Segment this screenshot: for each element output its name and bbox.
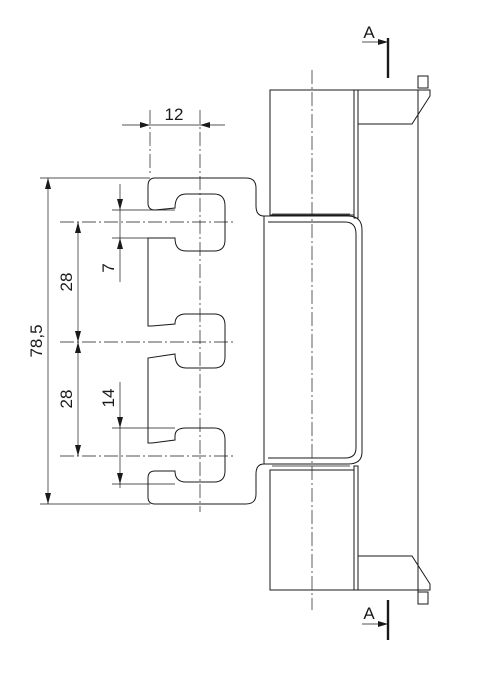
center-lines [60, 70, 313, 610]
dimension-slot-small: 7 [99, 184, 123, 282]
section-label-bottom: A [363, 604, 375, 623]
section-mark-top: A [362, 23, 390, 78]
dimension-slot-large: 14 [99, 382, 123, 488]
section-mark-bottom: A [362, 600, 390, 640]
dim-label-pitch-upper: 28 [57, 273, 76, 292]
dimension-pitch-upper: 28 [57, 222, 81, 342]
dim-label-slot-small: 7 [99, 263, 118, 272]
section-label-top: A [363, 23, 375, 42]
extension-lines [40, 177, 175, 505]
dim-label-overall-height: 78,5 [27, 324, 46, 357]
dimension-pitch-lower: 28 [57, 342, 81, 456]
dimension-width-12: 12 [122, 105, 225, 128]
hinge-leaf-profile [147, 177, 265, 505]
dim-label-slot-large: 14 [99, 389, 118, 408]
dim-label-pitch-lower: 28 [57, 390, 76, 409]
dim-label-width-top: 12 [165, 105, 184, 124]
dimension-overall-height: 78,5 [27, 178, 51, 504]
hinge-body [264, 75, 431, 605]
